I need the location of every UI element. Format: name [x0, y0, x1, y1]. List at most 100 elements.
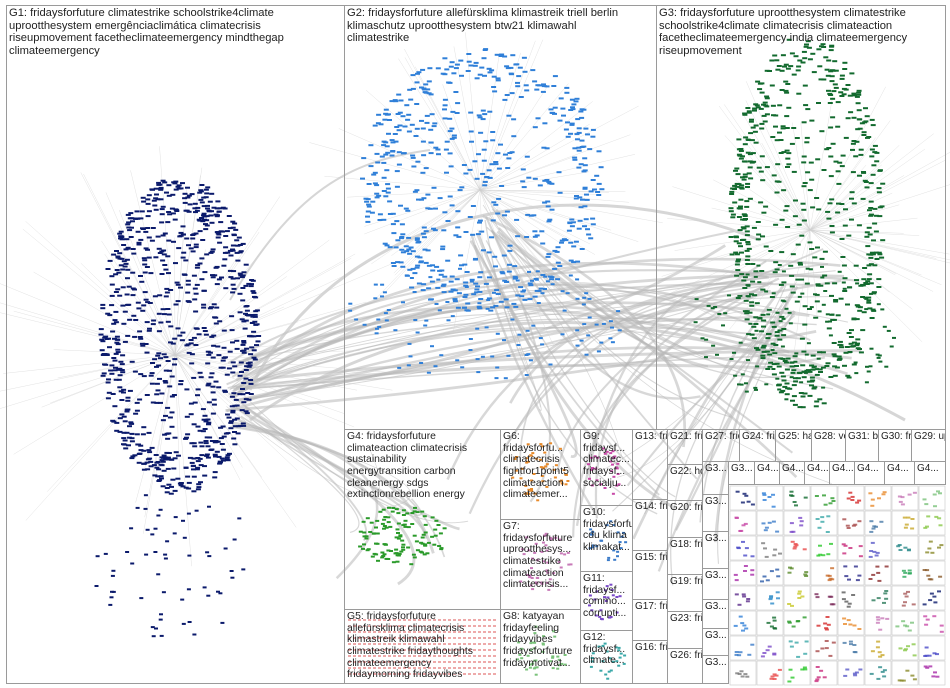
small-group-box [919, 586, 945, 610]
node [872, 528, 876, 530]
node [847, 498, 851, 500]
node [829, 502, 833, 504]
node [828, 575, 832, 577]
node [741, 676, 745, 678]
node [735, 517, 739, 519]
node [775, 569, 779, 571]
small-group-box [919, 486, 945, 510]
node [933, 671, 937, 673]
node [773, 678, 777, 680]
node [875, 566, 879, 568]
node [857, 500, 861, 502]
node [885, 618, 889, 620]
small-group-box [838, 486, 864, 510]
node [768, 496, 772, 498]
node [787, 603, 791, 605]
node [932, 615, 936, 617]
node [744, 628, 748, 630]
node [742, 596, 746, 598]
node [803, 616, 807, 618]
node [739, 651, 743, 653]
node [768, 522, 772, 524]
node [772, 617, 776, 619]
node [883, 491, 887, 493]
node [935, 676, 939, 678]
node [877, 497, 881, 499]
node [830, 567, 834, 569]
node [825, 647, 829, 649]
node [832, 642, 836, 644]
node [876, 678, 880, 680]
node [804, 571, 808, 573]
node [859, 545, 863, 547]
node [743, 493, 747, 495]
node [903, 593, 907, 595]
node [899, 647, 903, 649]
node [826, 553, 830, 555]
node [824, 504, 828, 506]
node [760, 580, 764, 582]
node [926, 575, 930, 577]
small-group-box [919, 636, 945, 660]
node [773, 549, 777, 551]
node [869, 531, 873, 533]
node [857, 628, 861, 630]
node [820, 521, 824, 523]
small-group-box [838, 511, 864, 535]
node [854, 566, 858, 568]
node [739, 616, 743, 618]
node [843, 675, 847, 677]
node [879, 521, 883, 523]
node [770, 570, 774, 572]
node [896, 545, 900, 547]
node [750, 569, 754, 571]
node [742, 524, 746, 526]
node [847, 527, 851, 529]
node [824, 627, 828, 629]
node [797, 593, 801, 595]
node [767, 622, 771, 624]
node [884, 590, 888, 592]
node [858, 669, 862, 671]
node [876, 641, 880, 643]
node [924, 503, 928, 505]
node [775, 531, 779, 533]
node [913, 492, 917, 494]
node [740, 670, 744, 672]
node [875, 555, 879, 557]
node [761, 542, 765, 544]
node [870, 673, 874, 675]
node [903, 601, 907, 603]
node [895, 625, 899, 627]
node [904, 648, 908, 650]
node [882, 675, 886, 677]
node [772, 554, 776, 556]
small-group-box [811, 561, 837, 585]
node [800, 520, 804, 522]
small-group-box [838, 611, 864, 635]
node [750, 574, 754, 576]
node [747, 501, 751, 503]
small-group-box [784, 511, 810, 535]
small-group-box [811, 536, 837, 560]
node [764, 529, 768, 531]
node [787, 681, 791, 683]
node [847, 579, 851, 581]
node [928, 578, 932, 580]
node [765, 527, 769, 529]
node [776, 597, 780, 599]
node [790, 605, 794, 607]
node [910, 622, 914, 624]
node [869, 578, 873, 580]
node [848, 547, 852, 549]
node [735, 593, 739, 595]
node [816, 666, 820, 668]
node [743, 570, 747, 572]
node [770, 603, 774, 605]
node [771, 494, 775, 496]
node [902, 605, 906, 607]
node [903, 625, 907, 627]
node [818, 545, 822, 547]
node [885, 566, 889, 568]
node [913, 654, 917, 656]
